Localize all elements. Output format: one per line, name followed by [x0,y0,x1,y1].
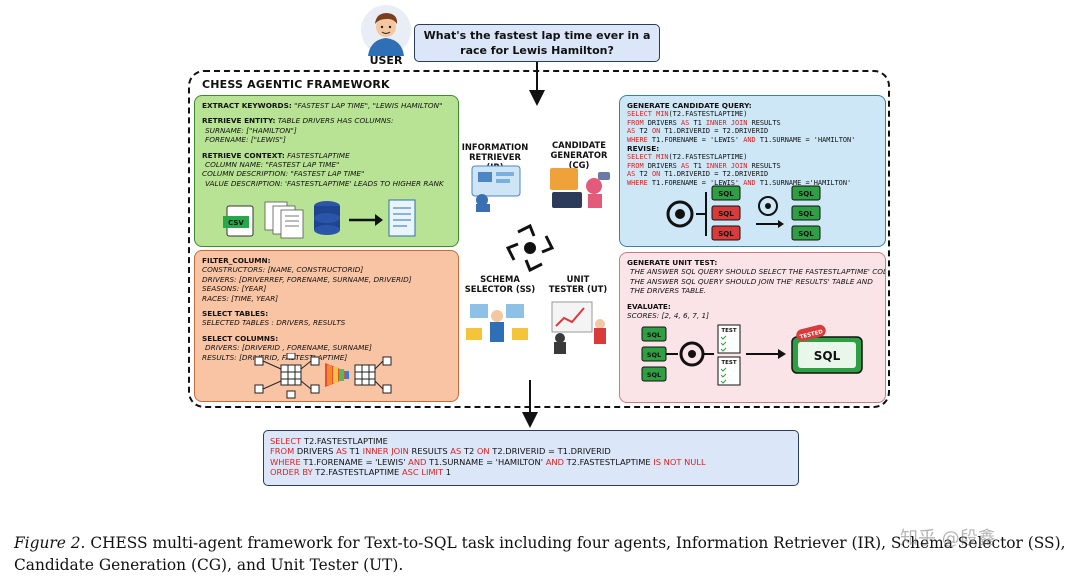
evaluate-scores: SCORES: [2, 4, 6, 7, 1] [627,311,710,321]
csv-label: CSV [228,219,244,227]
entity-forename: FORENAME: ["LEWIS"] [205,135,286,145]
unit-test-line-1: THE ANSWER SQL QUERY SHOULD SELECT THE F… [630,267,886,277]
sql-chip-label: SQL [718,230,734,238]
framework-frame [188,70,890,408]
unit-test-line-2: THE ANSWER SQL QUERY SHOULD JOIN THE' RE… [630,276,873,286]
select-tables-heading: SELECT TABLES: [202,309,269,319]
framework-title: CHESS AGENTIC FRAMEWORK [202,78,390,91]
agent-label-ut: UNIT TESTER (UT) [548,274,608,294]
information-retriever-panel: EXTRACT KEYWORDS: "FASTEST LAP TIME", "L… [194,95,459,247]
revised-query-line-3: AS T2 ON T1.DRIVERID = T2.DRIVERID [627,170,769,179]
caption-label: Figure 2. [14,534,86,552]
filter-seasons: SEASONS: [YEAR] [202,284,267,294]
retrieve-context-heading: RETRIEVE CONTEXT: [202,150,285,160]
selected-tables: SELECTED TABLES : DRIVERS, RESULTS [202,318,346,328]
revised-query-line-2: FROM DRIVERS AS T1 INNER JOIN RESULTS [627,161,781,170]
final-query-line-4: ORDER BY T2.FASTESTLAPTIME ASC LIMIT 1 [270,467,451,478]
generate-candidate-heading: GENERATE CANDIDATE QUERY: [627,101,752,110]
candidate-generator-illustration [550,168,610,208]
candidate-query-line-4: WHERE T1.FORENAME = 'LEWIS' AND T1.SURNA… [627,135,856,144]
unit-test-line-3: THE DRIVERS TABLE. [630,286,707,296]
watermark: 知乎 @段鑫 [900,528,996,549]
final-query-line-3: WHERE T1.FORENAME = 'LEWIS' AND T1.SURNA… [270,456,706,467]
revised-query-line-4: WHERE T1.FORENAME = 'LEWIS' AND T1.SURNA… [627,178,852,187]
tested-sql-label: SQL [814,349,841,363]
sql-chip-label: SQL [798,210,814,218]
sql-chip-label: SQL [647,371,661,379]
final-query-line-1: SELECT T2.FASTESTLAPTIME [270,436,388,446]
selected-columns-drivers: DRIVERS: [DRIVERID , FORENAME, SURNAME] [205,343,372,353]
filter-column-heading: FILTER_COLUMN: [202,256,271,265]
candidate-query-line-3: AS T2 ON T1.DRIVERID = T2.DRIVERID [627,127,769,136]
sql-chip-label: SQL [718,190,734,198]
test-doc-label: TEST [721,360,736,366]
agent-label-cg: CANDIDATE GENERATOR (CG) [550,140,608,170]
extract-keywords-heading: EXTRACT KEYWORDS: [202,101,292,110]
unit-tester-illustration [551,301,606,354]
generate-unit-test-heading: GENERATE UNIT TEST: [627,258,718,267]
entity-surname: SURNAME: ["HAMILTON"] [205,125,297,135]
agent-label-ss: SCHEMA SELECTOR (SS) [464,274,536,294]
candidate-generator-panel: GENERATE CANDIDATE QUERY: SELECT MIN(T2.… [619,95,886,247]
agent-cycle-icon [505,223,555,273]
selected-columns-results: RESULTS: [DRIVERID, FASTESTLAPTIME] [202,352,348,362]
context-column-name: COLUMN NAME: "FASTEST LAP TIME" [205,160,340,170]
revise-heading: REVISE: [627,144,660,154]
figure-caption: Figure 2. CHESS multi-agent framework fo… [14,532,1074,576]
tested-stamp-label: TESTED [799,329,824,341]
candidate-query-line-1: SELECT MIN(T2.FASTESTLAPTIME) [627,110,748,119]
filter-drivers: DRIVERS: [DRIVERREF, FORENAME, SURNAME, … [202,274,412,284]
extract-keywords-value: "FASTEST LAP TIME", "LEWIS HAMILTON" [294,101,443,110]
user-label: USER [369,54,403,67]
schema-selector-illustration [466,304,528,342]
sql-chip-label: SQL [718,210,734,218]
final-query-line-2: FROM DRIVERS AS T1 INNER JOIN RESULTS AS… [270,446,611,457]
sql-chip-label: SQL [798,230,814,238]
sql-chip-label: SQL [798,190,814,198]
unit-tester-panel: GENERATE UNIT TEST: THE ANSWER SQL QUERY… [619,252,886,403]
test-doc-label: TEST [721,328,736,334]
context-value-description: VALUE DESCRIPTION: 'FASTESTLAPTIME' LEAD… [205,178,444,188]
schema-selector-panel: FILTER_COLUMN: CONSTRUCTORS: [NAME, CONS… [194,250,459,402]
unit-test-evaluation-icon: SQL SQL SQL TEST TEST SQL TESTED [641,324,863,386]
evaluate-heading: EVALUATE: [627,301,671,311]
sql-chip-label: SQL [647,331,661,339]
filter-constructors: CONSTRUCTORS: [NAME, CONSTRUCTORID] [202,265,364,275]
sql-chip-label: SQL [647,351,661,359]
candidate-query-line-2: FROM DRIVERS AS T1 INNER JOIN RESULTS [627,118,781,127]
information-retriever-illustration [471,165,521,212]
select-columns-heading: SELECT COLUMNS: [202,333,279,343]
context-column-description: COLUMN DESCRIPTION: "FASTEST LAP TIME" [202,169,365,179]
caption-text: CHESS multi-agent framework for Text-to-… [14,534,1066,574]
user-avatar-icon [361,5,411,56]
retrieve-entity-heading: RETRIEVE ENTITY: [202,116,276,126]
retrieve-context-value: FASTESTLAPTIME [287,150,350,160]
question-box: What's the fastest lap time ever in a ra… [414,24,660,62]
candidate-revision-icon: SQL SQL SQL SQL SQL SQL [666,185,821,241]
schema-funnel-icon [254,353,392,399]
filter-races: RACES: [TIME, YEAR] [202,293,279,303]
revised-query-line-1: SELECT MIN(T2.FASTESTLAPTIME) [627,153,748,162]
retrieve-entity-value: TABLE DRIVERS HAS COLUMNS: [277,116,394,126]
retrieval-pipeline-icon: CSV [223,199,416,239]
